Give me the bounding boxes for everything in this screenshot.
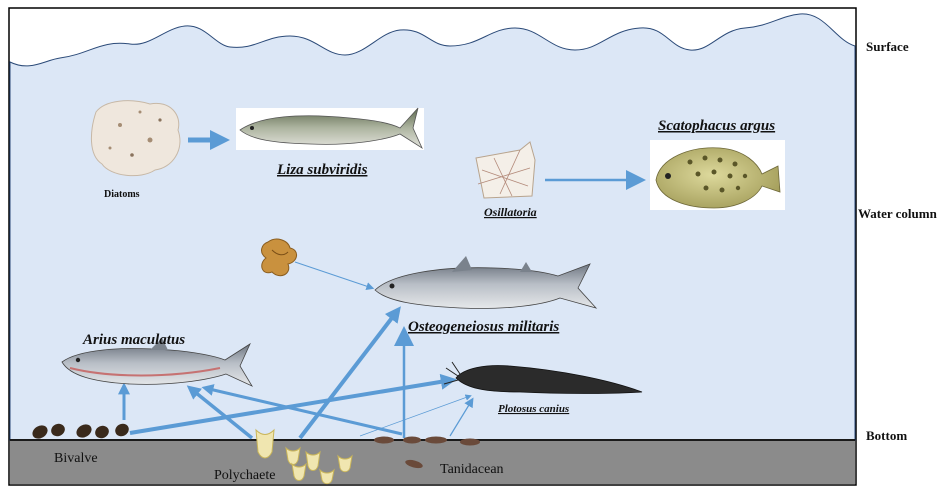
species-liza-label: Liza subviridis [276,162,368,178]
prey-polychaete-label: Polychaete [214,468,275,483]
species-plotosus-label: Plotosus canius [498,403,569,415]
species-osteogeneiosus-label: Osteogeneiosus militaris [408,319,559,335]
prey-bivalve-label: Bivalve [54,451,98,466]
species-scatophagus-label: Scatophacus argus [658,118,775,134]
zone-surface-label: Surface [866,39,909,54]
scatophagus-fish-image [650,140,785,210]
prey-osillatoria-label: Osillatoria [484,205,537,219]
zone-water-column-label: Water column [858,206,938,221]
species-arius-label: Arius maculatus [82,332,185,348]
zone-bottom-label: Bottom [866,428,907,443]
prey-tanidacean-label: Tanidacean [440,462,504,477]
liza-fish-image [236,108,424,150]
diatoms-image [91,101,180,176]
prey-diatoms-label: Diatoms [104,189,140,200]
sediment-bottom [10,440,855,484]
